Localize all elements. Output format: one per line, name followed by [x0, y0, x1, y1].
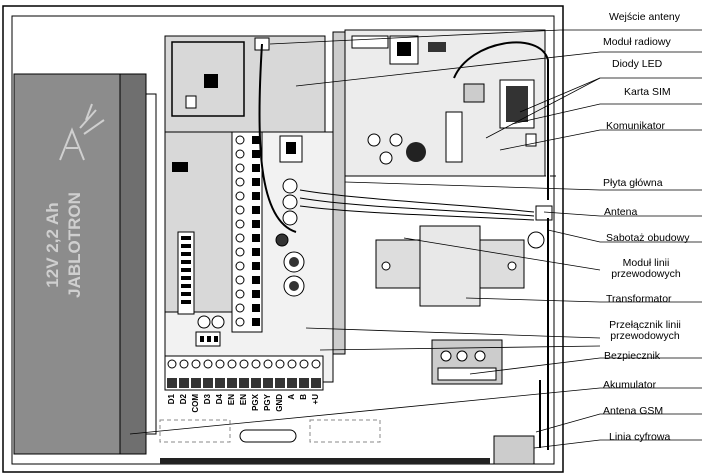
gsm-antenna: [493, 435, 535, 465]
battery-logo-icon: [59, 103, 105, 161]
label-antena-gsm: Antena GSM: [603, 405, 664, 417]
terminal-label: A: [287, 394, 296, 400]
label-bezpiecznik: Bezpiecznik: [604, 350, 661, 362]
label-transformator: Transformator: [606, 293, 672, 305]
label-modul-linii: Moduł linii przewodowych: [604, 258, 688, 280]
label-przelacznik-line1: Przełącznik linii: [609, 319, 681, 331]
terminal-label: B: [299, 394, 308, 400]
main-board: [164, 131, 334, 383]
tamper-switch: [535, 205, 553, 221]
terminal-label: D3: [203, 393, 212, 404]
label-antena: Antena: [604, 206, 638, 218]
sim-card-holder: [499, 79, 535, 129]
label-modul-linii-line1: Moduł linii: [622, 257, 670, 269]
terminal-label: GND: [275, 394, 284, 412]
terminal-label: EN: [239, 394, 248, 405]
battery-brand: JABLOTRON: [65, 192, 84, 298]
label-diody-led: Diody LED: [612, 58, 663, 70]
divider-rail: [332, 31, 346, 355]
terminal-label: +U: [311, 394, 320, 405]
terminal-label: COM: [191, 394, 200, 413]
radio-module: [164, 35, 326, 133]
label-modul-linii-line2: przewodowych: [611, 268, 681, 280]
terminal-label: PGY: [263, 393, 272, 411]
label-modul-radiowy: Moduł radiowy: [603, 36, 671, 48]
label-akumulator: Akumulator: [603, 379, 657, 391]
label-wejscie-anteny: Wejście anteny: [609, 11, 681, 23]
label-sabotaz-obudowy: Sabotaż obudowy: [606, 232, 690, 244]
terminal-label: D1: [167, 393, 176, 404]
battery-spec: 12V 2,2 Ah: [43, 202, 62, 287]
terminal-label: EN: [227, 394, 236, 405]
terminal-label: D2: [179, 393, 188, 404]
communicator: [344, 29, 546, 177]
label-przelacznik-line2: przewodowych: [610, 330, 680, 342]
terminal-label: D4: [215, 393, 224, 404]
fuse: [431, 339, 503, 385]
label-przelacznik: Przełącznik linii przewodowych: [600, 320, 690, 342]
label-plyta-glowna: Płyta główna: [603, 177, 663, 189]
battery: JABLOTRON 12V 2,2 Ah: [13, 73, 157, 455]
terminal-label: PGX: [251, 393, 260, 411]
transformer: [375, 225, 545, 307]
label-komunikator: Komunikator: [606, 120, 665, 132]
label-linia-cyfrowa: Linia cyfrowa: [609, 431, 671, 443]
label-karta-sim: Karta SIM: [624, 86, 671, 98]
